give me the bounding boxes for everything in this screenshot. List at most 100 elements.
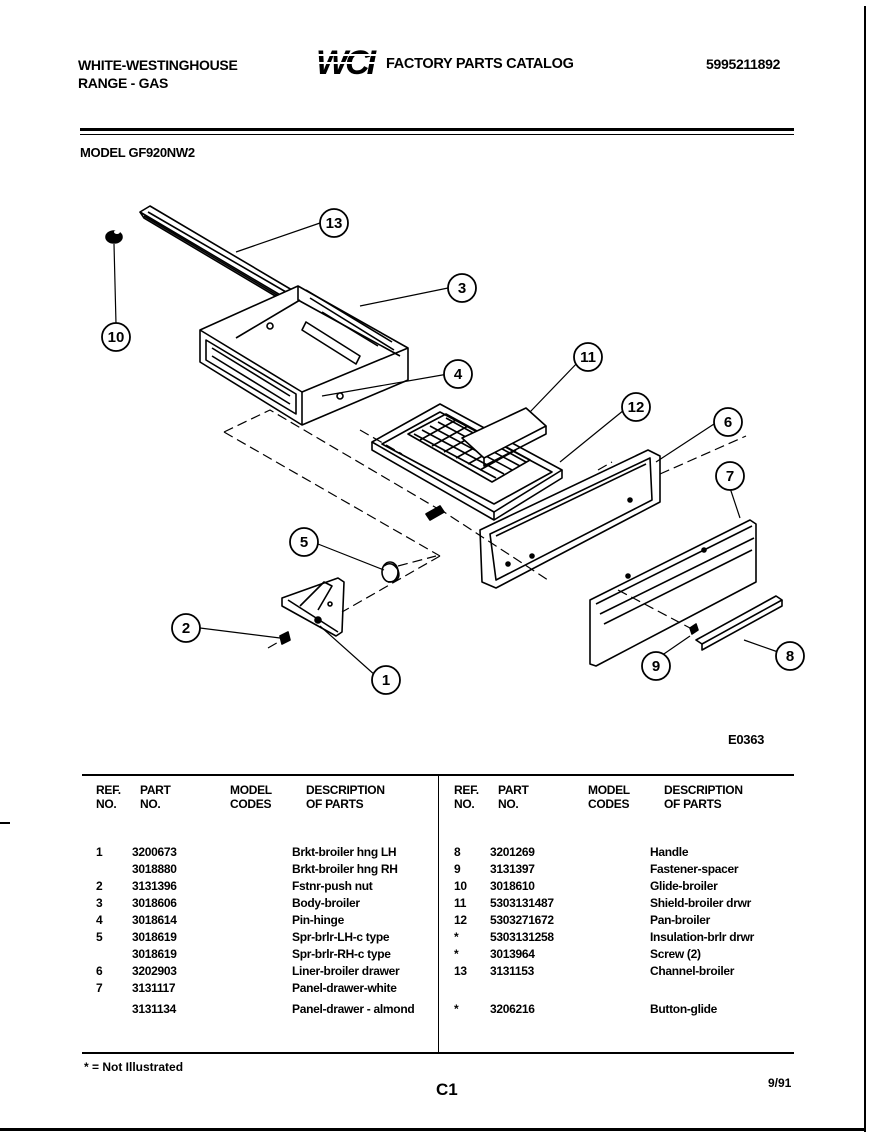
catalog-title: FACTORY PARTS CATALOG — [386, 56, 574, 72]
table-row: 5 3018619 Spr-brlr-LH-c type — [82, 929, 432, 946]
handle-part — [695, 595, 783, 651]
page-border-right — [864, 6, 866, 1132]
col-header-model: MODEL CODES — [230, 783, 272, 811]
callout-label: 11 — [580, 349, 596, 366]
part-number: 5303131258 — [490, 930, 554, 944]
page-number: C1 — [436, 1080, 458, 1099]
part-number: 5303131487 — [490, 896, 554, 910]
part-number: 3200673 — [132, 845, 177, 859]
table-row: 3 3018606 Body-broiler — [82, 895, 432, 912]
table-row: 2 3131396 Fstnr-push nut — [82, 878, 432, 895]
product-line: RANGE - GAS — [78, 75, 169, 91]
hinge-pin-part — [425, 505, 445, 521]
ref-number: 5 — [96, 930, 103, 944]
margin-tick — [0, 822, 10, 824]
phantom-lines — [223, 409, 747, 649]
part-description: Liner-broiler drawer — [292, 964, 400, 978]
callout-label: 6 — [724, 414, 732, 431]
table-row: 3018880 Brkt-broiler hng RH — [82, 861, 432, 878]
body-broiler-part — [199, 285, 409, 426]
channel-broiler-part — [139, 205, 293, 301]
table-row: 3131134 Panel-drawer - almond — [82, 1001, 432, 1018]
part-number: 3131397 — [490, 862, 535, 876]
callout-label: 1 — [382, 672, 390, 689]
col-header-ref: REF. NO. — [96, 783, 121, 811]
ref-number: * — [454, 947, 459, 961]
part-number: 3018614 — [132, 913, 177, 927]
page-border-bottom — [0, 1128, 866, 1131]
ref-number: 8 — [454, 845, 461, 859]
callout-label: 10 — [108, 329, 125, 346]
part-number: 3018619 — [132, 947, 177, 961]
part-description: Channel-broiler — [650, 964, 735, 978]
catalog-date: 9/91 — [768, 1076, 792, 1090]
part-description: Fstnr-push nut — [292, 879, 373, 893]
glide-broiler-part — [105, 230, 123, 244]
part-description: Brkt-broiler hng RH — [292, 862, 398, 876]
part-description: Panel-drawer-white — [292, 981, 397, 995]
ref-number: 2 — [96, 879, 103, 893]
spring-broiler-part — [381, 561, 400, 583]
ref-number: 6 — [96, 964, 103, 978]
figure-code: E0363 — [728, 732, 765, 747]
part-description: Body-broiler — [292, 896, 360, 910]
header-rule-thin — [80, 134, 794, 135]
callout-label: 9 — [652, 658, 660, 675]
part-description: Handle — [650, 845, 689, 859]
shield-broiler-drawer-part — [461, 407, 547, 467]
part-number: 3018619 — [132, 930, 177, 944]
col-header-desc: DESCRIPTION OF PARTS — [306, 783, 385, 811]
part-number: 3131134 — [132, 1002, 176, 1016]
part-number: 3018606 — [132, 896, 177, 910]
ref-number: 10 — [454, 879, 467, 893]
ref-number: 11 — [454, 896, 467, 910]
part-description: Glide-broiler — [650, 879, 718, 893]
ref-number: 12 — [454, 913, 467, 927]
col-header-part: PART NO. — [498, 783, 529, 811]
not-illustrated-note: * = Not Illustrated — [84, 1060, 184, 1074]
callout-label: 13 — [326, 215, 343, 232]
ref-number: 1 — [96, 845, 103, 859]
ref-number: 7 — [96, 981, 103, 995]
panel-drawer-part — [589, 519, 757, 667]
part-description: Panel-drawer - almond — [292, 1002, 415, 1016]
ref-number: * — [454, 1002, 459, 1016]
callout-label: 12 — [628, 399, 645, 416]
part-number: 3206216 — [490, 1002, 535, 1016]
ref-number: 3 — [96, 896, 103, 910]
model-number: MODEL GF920NW2 — [80, 145, 195, 160]
callout-label: 3 — [458, 280, 466, 297]
pan-broiler-part — [371, 403, 563, 521]
svg-text:WCI: WCI — [316, 44, 378, 78]
wci-logo: WCI — [316, 44, 380, 78]
part-description: Button-glide — [650, 1002, 718, 1016]
part-number: 3018880 — [132, 862, 177, 876]
part-description: Spr-brlr-LH-c type — [292, 930, 390, 944]
liner-broiler-drawer-part — [479, 449, 661, 589]
part-description: Fastener-spacer — [650, 862, 739, 876]
part-description: Spr-brlr-RH-c type — [292, 947, 391, 961]
part-number: 3013964 — [490, 947, 535, 961]
part-description: Pin-hinge — [292, 913, 344, 927]
fastener-spacer-part — [689, 623, 699, 635]
part-description: Screw (2) — [650, 947, 701, 961]
col-header-ref: REF. NO. — [454, 783, 479, 811]
brand-name: WHITE-WESTINGHOUSE — [78, 57, 238, 73]
table-row: 9 3131397 Fastener-spacer — [440, 861, 790, 878]
part-number: 3018610 — [490, 879, 535, 893]
exploded-parts-diagram: 13 3 10 4 11 12 6 7 5 2 1 9 8 — [101, 205, 805, 695]
leader-lines — [113, 222, 779, 677]
ref-number: 13 — [454, 964, 467, 978]
part-description: Pan-broiler — [650, 913, 711, 927]
col-header-part: PART NO. — [140, 783, 171, 811]
ref-number: 9 — [454, 862, 461, 876]
catalog-number: 5995211892 — [706, 56, 781, 72]
callout-label: 5 — [300, 534, 308, 551]
part-number: 3131396 — [132, 879, 177, 893]
